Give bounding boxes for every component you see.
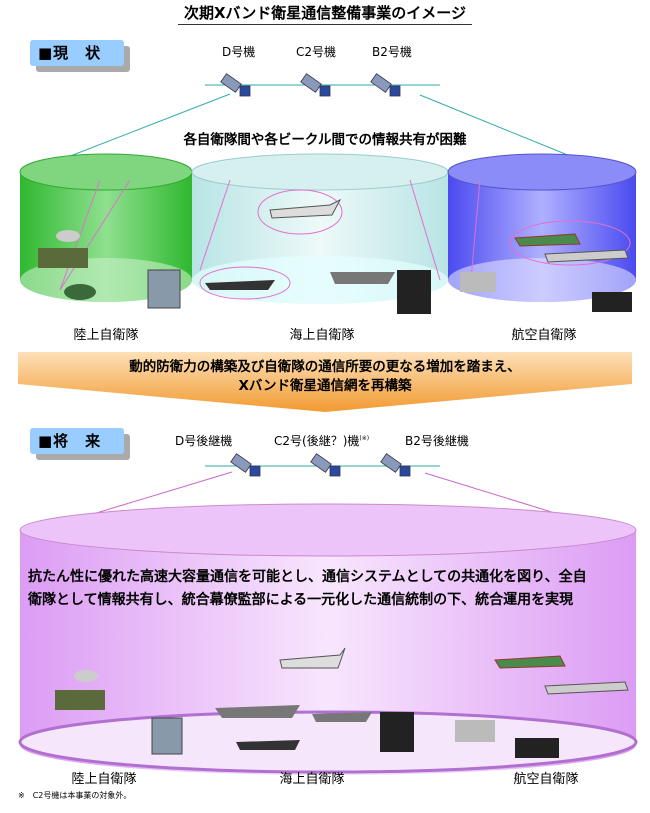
page-title-text: 次期Xバンド衛星通信整備事業のイメージ — [177, 4, 473, 25]
satellite-icon — [300, 73, 331, 97]
page-title: 次期Xバンド衛星通信整備事業のイメージ — [0, 2, 650, 25]
future-message: 抗たん性に優れた高速大容量通信を可能とし、通信システムとしての共通化を図り、全自… — [28, 566, 628, 612]
future-badge: ■将 来 — [30, 428, 124, 454]
current-message: 各自衛隊間や各ビークル間での情報共有が困難 — [183, 132, 467, 148]
satellite-label: B2号後継機 — [405, 434, 469, 448]
unit-label: 陸上自衛隊 — [71, 772, 137, 787]
current-badge: ■現 状 — [30, 40, 124, 66]
unit-label: 航空自衛隊 — [511, 328, 577, 343]
satellite-label: B2号機 — [372, 45, 412, 59]
satellite-icon — [370, 73, 401, 97]
transition-text: 動的防衛力の構築及び自衛隊の通信所要の更なる増加を踏まえ、 Xバンド衛星通信網を… — [60, 358, 590, 396]
unit-label: 陸上自衛隊 — [73, 328, 139, 343]
beam-lines — [59, 179, 631, 300]
link-line — [59, 93, 231, 161]
satellite-icon — [220, 73, 251, 97]
maritime-cylinder — [191, 153, 449, 304]
note-mark: (※) — [359, 435, 370, 442]
vehicles-current — [38, 198, 632, 314]
unit-label: 海上自衛隊 — [279, 772, 345, 787]
unit-label: 海上自衛隊 — [289, 328, 355, 343]
future-message-line: 衛隊として情報共有し、統合幕僚監部による一元化した通信統制の下、統合運用を実現 — [28, 592, 574, 608]
satellite-label: C2号機 — [296, 45, 337, 59]
satellite-label: D号後継機 — [175, 434, 233, 448]
satellite-label: C2号(後継？)機(※) — [274, 432, 369, 449]
satellite-label-text: C2号(後継？)機 — [274, 434, 360, 448]
transition-line: 動的防衛力の構築及び自衛隊の通信所要の更なる増加を踏まえ、 — [129, 359, 521, 375]
future-message-line: 抗たん性に優れた高速大容量通信を可能とし、通信システムとしての共通化を図り、全自 — [28, 569, 587, 585]
satellite-icon — [380, 453, 411, 477]
link-line — [419, 94, 581, 161]
unit-label: 航空自衛隊 — [513, 772, 579, 787]
transition-line: Xバンド衛星通信網を再構築 — [238, 378, 412, 394]
future-cylinder — [18, 503, 638, 776]
footnote: ※ C2号機は本事業の対象外。 — [18, 791, 132, 800]
satellite-icon — [310, 453, 341, 477]
satellite-icon — [230, 453, 261, 477]
vehicles-future — [55, 647, 629, 758]
satellite-label: D号機 — [222, 45, 256, 59]
transition-arrow — [18, 352, 632, 412]
